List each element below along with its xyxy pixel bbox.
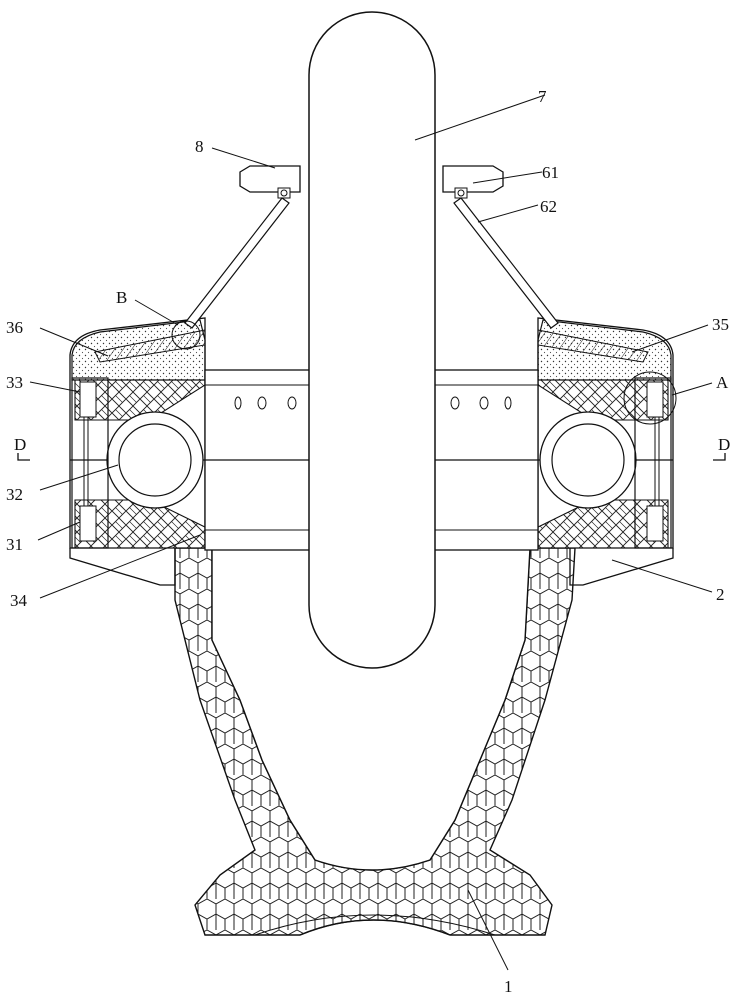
label-61: 61	[542, 163, 559, 182]
label-7: 7	[538, 87, 547, 106]
side-clamp-parts-31-33	[71, 377, 672, 549]
label-31: 31	[6, 535, 23, 554]
label-1: 1	[504, 977, 513, 996]
base-body-part-1	[174, 547, 576, 936]
roller-part-32	[106, 411, 637, 509]
label-36: 36	[6, 318, 23, 337]
label-32: 32	[6, 485, 23, 504]
label-b: B	[116, 288, 127, 307]
label-8: 8	[195, 137, 204, 156]
label-35: 35	[712, 315, 729, 334]
reference-labels: 1 2 7 8 61 62 B 36 35 33 A D D 32 31 34	[6, 87, 730, 996]
label-d-left: D	[14, 435, 26, 454]
leader-lines	[29, 94, 713, 971]
detail-circles	[171, 320, 677, 425]
label-a: A	[716, 373, 729, 392]
label-62: 62	[540, 197, 557, 216]
section-mark-d	[17, 453, 726, 461]
label-34: 34	[10, 591, 28, 610]
label-d-right: D	[718, 435, 730, 454]
label-2: 2	[716, 585, 725, 604]
vertical-post-part-7	[308, 11, 436, 669]
upper-plate-part-8-61	[239, 165, 504, 199]
link-rods-part-62	[184, 197, 559, 329]
label-33: 33	[6, 373, 23, 392]
